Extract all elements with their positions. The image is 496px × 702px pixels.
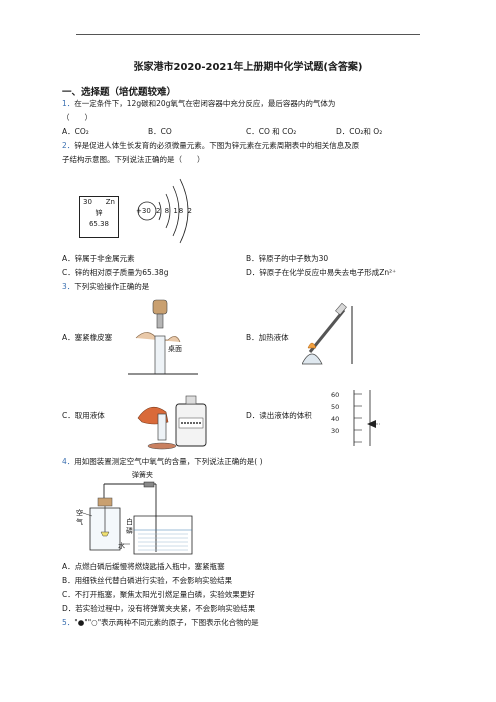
- q4-option-d: D．若实验过程中，没有将弹簧夹夹紧，不会影响实验结果: [62, 604, 256, 613]
- phosphorus-label: 白磷: [126, 518, 133, 535]
- q1-number: 1．: [62, 99, 75, 108]
- eye-icon: [367, 420, 376, 428]
- clip-label: 弹簧夹: [132, 471, 153, 479]
- header-rule: [76, 34, 420, 35]
- q1-option-b: B．CO: [148, 127, 172, 136]
- q1-option-c: C．CO 和 CO₂: [246, 127, 297, 136]
- figure-b-heating: [302, 302, 353, 365]
- q4-option-a: A．点燃白磷后缓慢将燃烧匙插入瓶中，塞紧瓶塞: [62, 562, 225, 571]
- q4-text: 用如图装置测定空气中氧气的含量，下列说法正确的是( ): [74, 457, 263, 466]
- figure-q4-apparatus: [79, 481, 193, 555]
- q1-stem: 1．在一定条件下，12g碳和20g氧气在密闭容器中充分反应，最后容器内的气体为: [62, 99, 335, 109]
- section-heading: 一、选择题（培优题较难）: [62, 87, 177, 98]
- q3-text: 下列实验操作正确的是: [74, 282, 150, 291]
- scale-30: 30: [331, 427, 340, 435]
- q4-stem: 4．用如图装置测定空气中氧气的含量，下列说法正确的是( ): [62, 457, 263, 467]
- zinc-element-card: 30 Zn 锌 65.38: [79, 196, 119, 238]
- q2-text-1: 锌是促进人体生长发育的必须微量元素。下图为锌元素在元素周期表中的相关信息及原: [74, 141, 360, 150]
- q4-number: 4．: [62, 457, 75, 466]
- q2-option-a: A．锌属于非金属元素: [62, 254, 135, 263]
- q1-option-a: A．CO₂: [62, 127, 89, 136]
- q2-option-d: D．锌原子在化学反应中易失去电子形成Zn²⁺: [246, 268, 397, 277]
- figure-a-stopper: [128, 299, 198, 375]
- q3-option-d: D．读出液体的体积: [246, 411, 312, 420]
- q5-stem: 5．"●""○"表示两种不同元素的原子，下图表示化合物的是: [62, 618, 259, 628]
- atomic-mass: 65.38: [88, 220, 110, 228]
- air-label: 空气: [76, 509, 83, 526]
- atomic-number: 30: [83, 198, 92, 206]
- electron-shells: 2 8 18 2: [156, 207, 193, 215]
- q2-number: 2．: [62, 141, 75, 150]
- element-name: 锌: [95, 209, 103, 217]
- q1-text: 在一定条件下，12g碳和20g氧气在密闭容器中充分反应，最后容器内的气体为: [74, 99, 336, 108]
- q3-option-c: C．取用液体: [62, 411, 105, 420]
- zinc-atom-diagram: [137, 178, 189, 244]
- water-label: 水: [118, 542, 125, 550]
- q4-option-b: B．用细铁丝代替白磷进行实验，不会影响实验结果: [62, 576, 233, 585]
- q2-stem-line2: 子结构示意图。下列说法正确的是（ ）: [62, 155, 205, 164]
- q5-text: "●""○"表示两种不同元素的原子，下图表示化合物的是: [74, 618, 259, 627]
- scale-50: 50: [331, 403, 340, 411]
- q1-paren: （ ）: [62, 113, 92, 122]
- scale-40: 40: [331, 415, 340, 423]
- q4-option-c: C．不打开瓶塞，聚焦太阳光引燃足量白磷，实验效果更好: [62, 590, 255, 599]
- q2-stem-line1: 2．锌是促进人体生长发育的必须微量元素。下图为锌元素在元素周期表中的相关信息及原: [62, 141, 359, 151]
- page-title: 张家港市2020-2021年上册期中化学试题(含答案): [133, 62, 363, 73]
- figure-c-pouring: [137, 395, 207, 450]
- scale-60: 60: [331, 391, 340, 399]
- q1-option-d: D．CO₂和 O₂: [336, 127, 383, 136]
- desk-label: 桌面: [168, 345, 182, 353]
- q2-option-b: B．锌原子的中子数为30: [246, 254, 329, 263]
- nucleus-charge: +30: [136, 207, 151, 215]
- q3-number: 3．: [62, 282, 75, 291]
- q2-option-c: C．锌的相对原子质量为65.38g: [62, 268, 169, 277]
- element-symbol: Zn: [105, 198, 115, 206]
- q3-stem: 3．下列实验操作正确的是: [62, 282, 149, 292]
- q3-option-b: B．加热液体: [246, 333, 289, 342]
- q3-option-a: A．塞紧橡皮塞: [62, 333, 113, 342]
- q5-number: 5．: [62, 618, 75, 627]
